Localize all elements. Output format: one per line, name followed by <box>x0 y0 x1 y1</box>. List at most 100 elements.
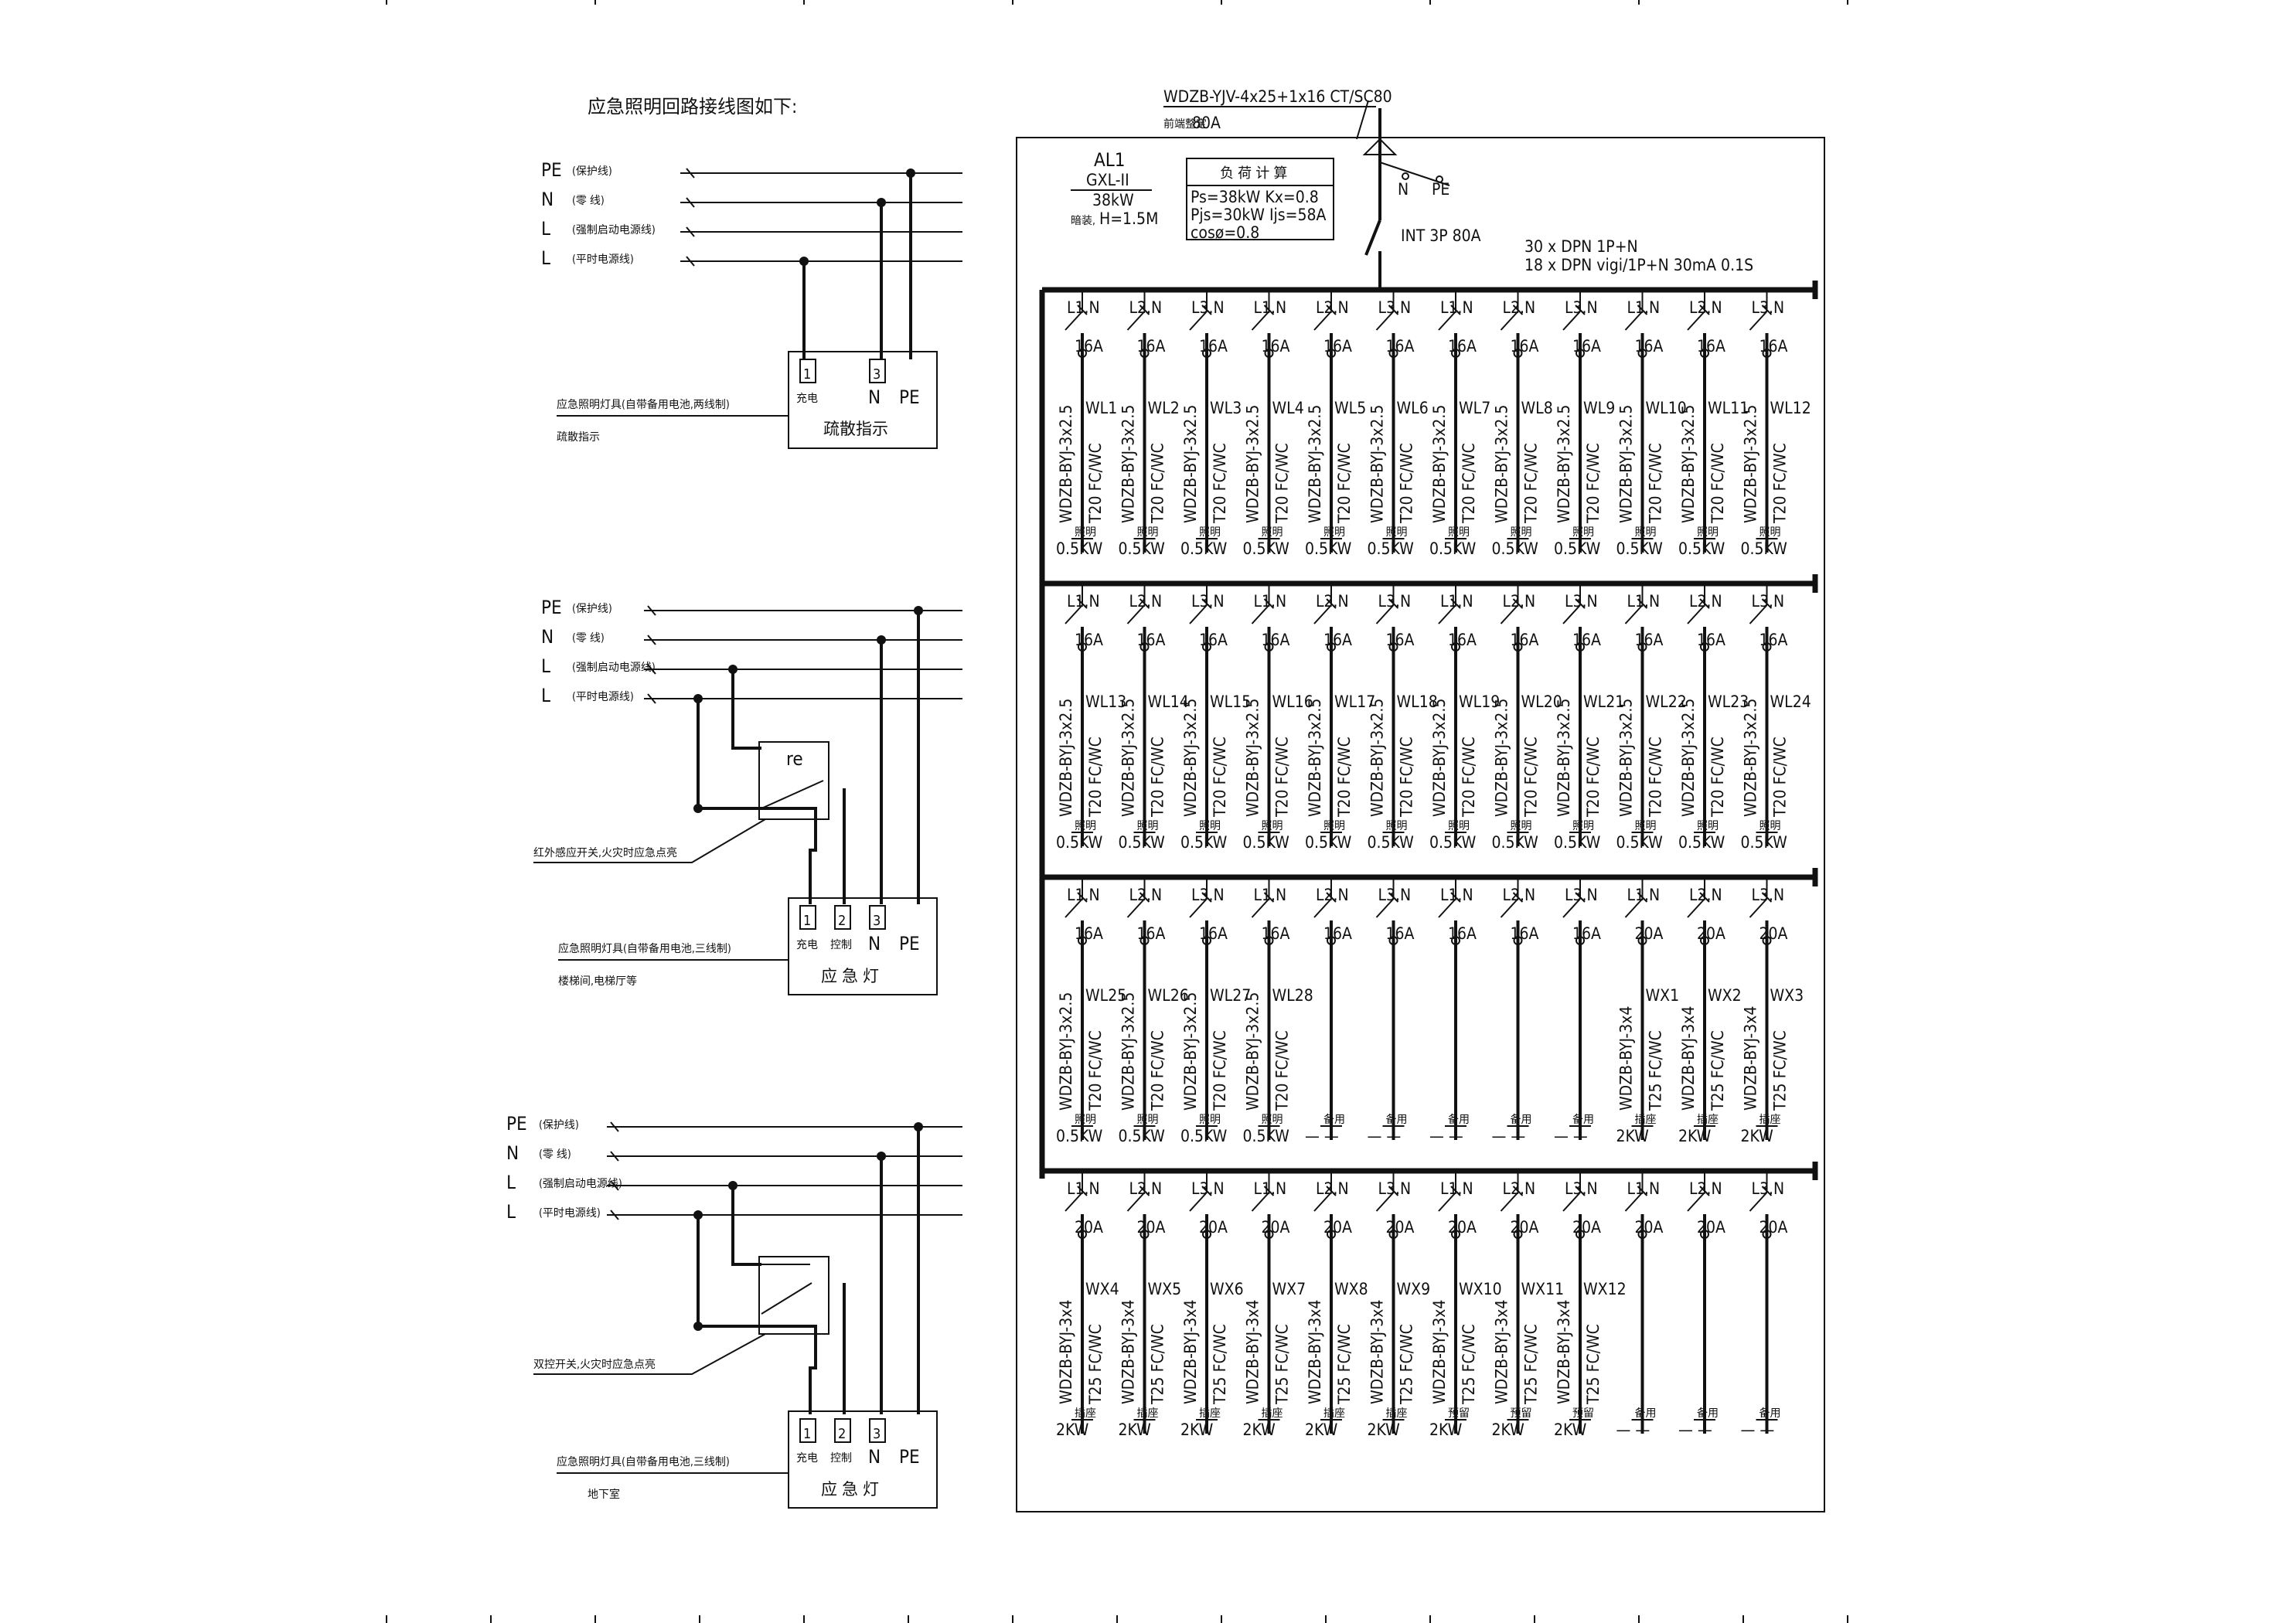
panel-model: GXL-II <box>1086 171 1129 189</box>
breaker-symbol <box>1562 311 1581 331</box>
breaker-rating: 16A <box>1262 924 1290 943</box>
cable-spec: WDZB-BYJ-3x2.5 <box>1493 699 1511 817</box>
circuit-phase: L1.N <box>1627 1179 1661 1198</box>
terminal-label-charge: 充电 <box>796 939 818 951</box>
conduit-spec: T20 FC/WC <box>1584 443 1603 524</box>
conduit-spec: T20 FC/WC <box>1398 443 1416 524</box>
line-desc-n: (零 线) <box>539 1148 571 1161</box>
line-desc-pe: (保护线) <box>572 603 612 615</box>
circuit-use: 备用 <box>1572 1113 1594 1126</box>
circuit-phase: L1.N <box>1067 298 1100 317</box>
wiring-diagram-3: PE (保护线) N (零 线) L (强制启动电源线) L (平时电源线) 双… <box>506 1113 962 1509</box>
circuit-id: WX10 <box>1459 1280 1502 1298</box>
conduit-spec: T25 FC/WC <box>1771 1030 1790 1111</box>
circuit-phase: L1.N <box>1440 886 1473 904</box>
circuit-phase: L2.N <box>1316 592 1349 611</box>
circuit-id: WL9 <box>1583 399 1615 417</box>
circuit-phase: L2.N <box>1503 886 1536 904</box>
circuit-id: WX11 <box>1521 1280 1565 1298</box>
breaker-rating: 16A <box>1262 337 1290 356</box>
breaker-rating: 16A <box>1323 337 1352 356</box>
breaker-symbol <box>1500 898 1519 918</box>
breaker-symbol <box>1375 1192 1395 1212</box>
terminal-3: 3 <box>873 1426 881 1442</box>
conduit-spec: T25 FC/WC <box>1398 1324 1416 1405</box>
terminal-3: 3 <box>873 366 881 383</box>
circuit-id: WL24 <box>1770 692 1811 711</box>
line-desc-l-forced: (强制启动电源线) <box>539 1178 622 1190</box>
conduit-spec: T20 FC/WC <box>1647 443 1665 524</box>
circuit-use: 预留 <box>1572 1407 1594 1420</box>
circuit-id: WL28 <box>1272 986 1313 1005</box>
breaker-rating: 16A <box>1199 924 1228 943</box>
conduit-spec: T20 FC/WC <box>1211 737 1229 818</box>
circuit-load: 0.5KW <box>1180 1127 1228 1145</box>
circuit-id: WL23 <box>1708 692 1749 711</box>
conduit-spec: T20 FC/WC <box>1149 1030 1167 1111</box>
circuit-id: WX4 <box>1085 1280 1119 1298</box>
breaker-symbol <box>1562 1192 1581 1212</box>
main-switch: INT 3P 80A <box>1401 226 1481 245</box>
breaker-symbol <box>1749 1192 1768 1212</box>
conduit-spec: T20 FC/WC <box>1708 443 1727 524</box>
circuit-phase: L3.N <box>1565 886 1598 904</box>
circuit-phase: L2.N <box>1689 886 1722 904</box>
cable-spec: WDZB-BYJ-3x2.5 <box>1057 992 1075 1111</box>
breaker-symbol <box>1313 1192 1332 1212</box>
circuit-load: 0.5KW <box>1492 539 1539 558</box>
circuit-load: 0.5KW <box>1119 1127 1166 1145</box>
line-tag-pe: PE <box>541 159 562 181</box>
circuit-id: WL6 <box>1397 399 1429 417</box>
cable-spec: WDZB-BYJ-3x4 <box>1555 1300 1573 1404</box>
breaker-rating: 20A <box>1759 924 1788 943</box>
circuit-load: 2KW <box>1554 1421 1587 1439</box>
circuit-use: 插座 <box>1075 1407 1096 1420</box>
cable-spec: WDZB-BYJ-3x2.5 <box>1306 405 1324 523</box>
line-tag-pe: PE <box>506 1113 527 1135</box>
terminal-2: 2 <box>838 1426 846 1442</box>
circuit-phase: L2.N <box>1129 298 1163 317</box>
luminaire-note: 应急照明灯具(自带备用电池,三线制) <box>558 942 731 955</box>
breaker-symbol <box>1500 311 1519 331</box>
conduit-spec: T25 FC/WC <box>1335 1324 1354 1405</box>
circuit-phase: L2.N <box>1316 298 1349 317</box>
circuit-use: 照明 <box>1511 820 1532 832</box>
circuit-load: 0.5KW <box>1180 833 1228 852</box>
circuit-phase: L1.N <box>1254 1179 1287 1198</box>
conduit-spec: T20 FC/WC <box>1273 443 1292 524</box>
cable-spec: WDZB-BYJ-3x2.5 <box>1244 405 1262 523</box>
panel-frame <box>1016 137 1825 1512</box>
circuit-load: — — <box>1616 1421 1650 1439</box>
circuit-load: 0.5KW <box>1554 833 1601 852</box>
circuit-use: 照明 <box>1386 526 1408 539</box>
breaker-symbol <box>1189 311 1208 331</box>
circuit-id: WL12 <box>1770 399 1811 417</box>
terminal-label-pe: PE <box>899 386 920 408</box>
circuit-load: 0.5KW <box>1180 539 1228 558</box>
circuit-id: WL27 <box>1210 986 1251 1005</box>
breaker-symbol <box>1687 898 1705 918</box>
conduit-spec: T20 FC/WC <box>1211 443 1229 524</box>
breaker-symbol <box>1624 604 1644 624</box>
breaker-rating: 16A <box>1511 631 1539 649</box>
circuit-load: 2KW <box>1429 1421 1463 1439</box>
breaker-symbol <box>1500 604 1519 624</box>
line-tag-l-normal: L <box>541 685 550 706</box>
breaker-symbol <box>1375 311 1395 331</box>
conduit-spec: T25 FC/WC <box>1708 1030 1727 1111</box>
circuit-phase: L3.N <box>1752 886 1785 904</box>
line-desc-pe: (保护线) <box>572 165 612 178</box>
